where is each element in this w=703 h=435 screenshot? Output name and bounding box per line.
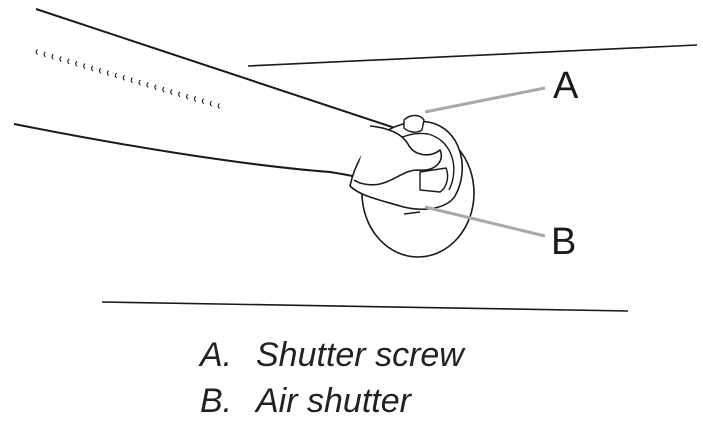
- burner-port: [193, 96, 197, 102]
- burner-tube-bottom-edge: [13, 123, 383, 185]
- burner-port: [67, 58, 70, 65]
- callout-b-leader: [424, 205, 546, 238]
- burner-port: [51, 53, 54, 60]
- burner-port: [185, 93, 189, 100]
- burner-port: [43, 51, 46, 58]
- burner-tube-top-edge: [35, 8, 396, 129]
- burner-port: [162, 86, 165, 93]
- burner-port: [217, 103, 220, 109]
- legend-text: Air shutter: [256, 382, 411, 420]
- burner-port: [209, 100, 212, 107]
- burner-port: [35, 49, 38, 55]
- burner-port: [114, 72, 118, 79]
- background-line-bottom: [101, 301, 629, 312]
- callout-a-letter: A: [553, 65, 579, 107]
- callout-b-letter: B: [551, 221, 576, 263]
- burner-port: [201, 98, 205, 105]
- burner-port: [106, 70, 110, 77]
- background-line-top: [247, 44, 698, 67]
- callout-a-leader: [424, 86, 546, 114]
- burner-port: [146, 81, 149, 88]
- legend-key: B.: [200, 382, 233, 420]
- burner-port: [59, 56, 62, 62]
- legend-item-a: A. Shutter screw: [200, 332, 620, 378]
- burner-port: [178, 91, 181, 98]
- burner-port: [154, 84, 157, 91]
- legend-text: Shutter screw: [256, 336, 464, 374]
- plate-mark: [403, 211, 421, 215]
- shutter-screw: [403, 114, 425, 133]
- burner-port: [122, 74, 125, 81]
- burner-port: [90, 65, 94, 72]
- legend: A. Shutter screw B. Air shutter: [200, 332, 620, 424]
- burner-port: [75, 60, 78, 67]
- burner-ports: [35, 49, 220, 109]
- air-shutter-opening: [419, 167, 449, 193]
- burner-port: [138, 79, 141, 86]
- legend-key: A.: [200, 336, 233, 374]
- burner-port: [170, 89, 173, 95]
- burner-port: [83, 63, 86, 69]
- burner-port: [98, 67, 102, 74]
- burner-tube-end: [353, 125, 443, 186]
- burner-port: [130, 77, 133, 84]
- legend-item-b: B. Air shutter: [200, 378, 620, 424]
